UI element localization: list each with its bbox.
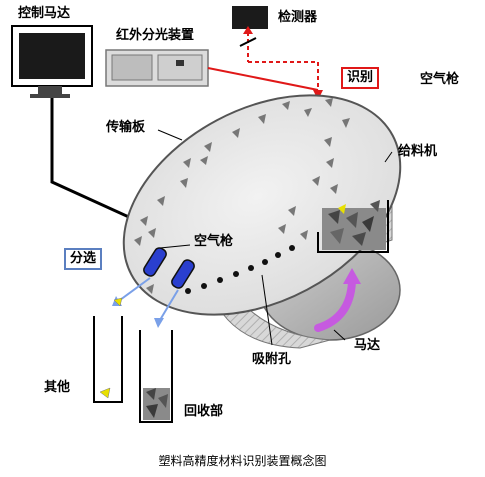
feeder-leader xyxy=(384,151,393,163)
bin-recovery xyxy=(139,330,173,423)
air-gun-right xyxy=(171,259,195,289)
feeder-hopper xyxy=(317,200,389,253)
label-air-gun-mid: 空气枪 xyxy=(194,234,234,249)
motor-leader xyxy=(333,329,346,341)
suction-hole-row xyxy=(185,245,295,294)
control-monitor xyxy=(11,25,93,98)
ir-spectrometer xyxy=(105,49,209,87)
figure-caption: 塑料高精度材料识别装置概念图 xyxy=(158,454,327,468)
label-sort: 分选 xyxy=(64,248,103,270)
motor-arrow-head xyxy=(343,268,361,284)
label-feeder: 给料机 xyxy=(398,144,438,159)
label-recovery: 回收部 xyxy=(184,404,224,419)
label-suction-holes: 吸附孔 xyxy=(252,352,292,367)
air-gun-mid-leader xyxy=(159,244,191,249)
label-air-gun-top: 空气枪 xyxy=(420,72,460,87)
suction-hole-leader xyxy=(261,274,273,346)
light-path xyxy=(207,26,323,100)
label-others: 其他 xyxy=(44,380,71,395)
label-conveyor: 传输板 xyxy=(106,120,146,135)
bin-others xyxy=(93,297,123,403)
label-ir-device: 红外分光装置 xyxy=(116,28,195,43)
motor-rotation-arrow xyxy=(314,278,356,332)
conveyor-leader xyxy=(157,129,183,141)
label-motor: 马达 xyxy=(354,338,381,353)
detector-box xyxy=(232,6,268,29)
label-control-motor: 控制马达 xyxy=(18,6,71,21)
label-identify: 识别 xyxy=(341,67,380,89)
air-gun-left xyxy=(143,247,167,277)
plastic-particles xyxy=(134,98,350,294)
conveyor-plate xyxy=(122,94,402,316)
label-detector: 检测器 xyxy=(278,10,318,25)
